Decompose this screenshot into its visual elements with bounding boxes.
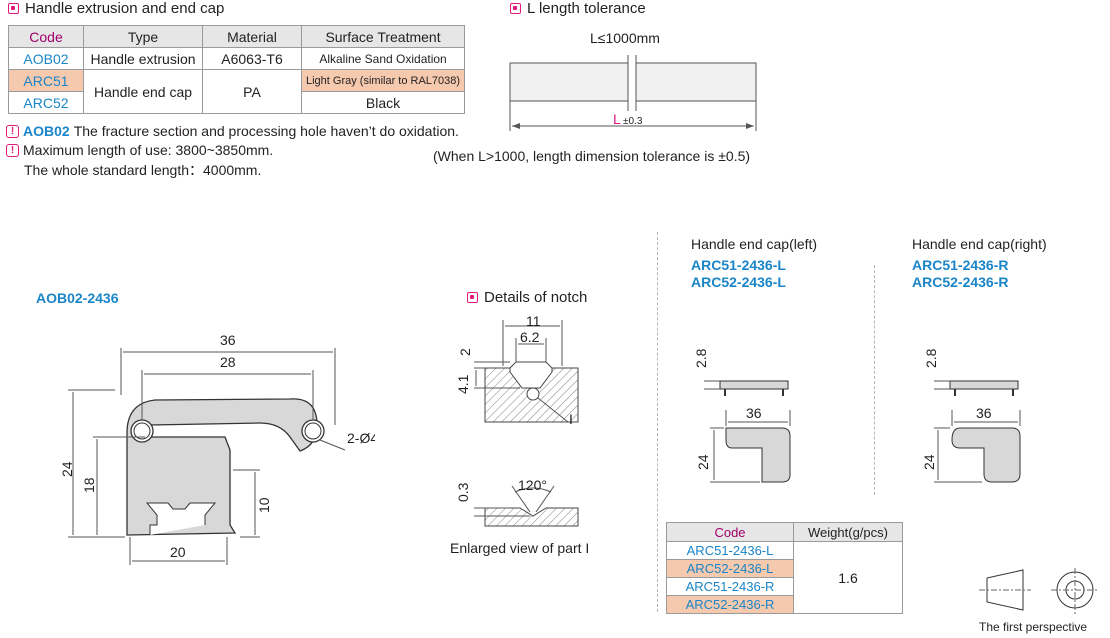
section-bullet-icon xyxy=(467,292,478,303)
dim-2-8: 2.8 xyxy=(693,348,709,368)
table-row: ARC52-2436-R xyxy=(666,595,903,614)
endcap-right-drawing: 2.8 36 24 xyxy=(921,348,1021,483)
dim-36-left: 36 xyxy=(746,405,762,421)
dim-20: 20 xyxy=(170,544,186,560)
table-header-row: Code Weight(g/pcs) xyxy=(666,522,903,542)
endcap-right-code1: ARC51-2436-R xyxy=(912,257,1009,273)
tolerance-sub-label: ±0.3 xyxy=(623,116,643,127)
spec-table: Code Type Material Surface Treatment AOB… xyxy=(8,25,466,114)
profile-drawing: 36 28 2-Ø4 24 18 10 20 xyxy=(59,332,375,565)
first-angle-projection-icon xyxy=(979,568,1099,614)
endcap-right-heading: Handle end cap(right) xyxy=(912,236,1047,252)
table-row: ARC52-2436-L xyxy=(666,559,903,578)
dim-hole: 2-Ø4 xyxy=(347,430,375,446)
dim-angle: 120° xyxy=(518,477,547,493)
tolerance-footnote: (When L>1000, length dimension tolerance… xyxy=(433,148,751,164)
divider xyxy=(657,232,658,612)
divider xyxy=(874,265,875,495)
dim-4-1: 4.1 xyxy=(455,374,471,394)
section-title-handle: Handle extrusion and end cap xyxy=(8,0,224,17)
notch-drawing: 11 6.2 2 4.1 I xyxy=(455,313,579,427)
profile-title: AOB02-2436 xyxy=(36,290,119,306)
dim-24: 24 xyxy=(59,461,75,477)
note-standard-length: The whole standard length：4000mm. xyxy=(24,162,262,178)
section-bullet-icon xyxy=(510,3,521,14)
tolerance-l-label: L xyxy=(613,111,621,127)
table-row: AOB02 Handle extrusion A6063-T6 Alkaline… xyxy=(8,47,466,70)
table-row: ARC51-2436-L 1.6 xyxy=(666,541,903,614)
endcap-left-code2: ARC52-2436-L xyxy=(691,274,786,290)
projection-caption: The first perspective xyxy=(979,620,1088,634)
notch-enlarged-drawing: 120° 0.3 xyxy=(455,477,579,527)
dim-6-2: 6.2 xyxy=(520,329,540,345)
section-title-tolerance: L length tolerance xyxy=(510,0,646,17)
weight-table: Code Weight(g/pcs) ARC51-2436-L 1.6 ARC5… xyxy=(666,522,903,614)
table-row: ARC52 Black xyxy=(8,91,466,114)
dim-18: 18 xyxy=(81,477,97,493)
table-row: ARC51 Handle end cap PA Light Gray (simi… xyxy=(8,69,466,114)
dim-24-left: 24 xyxy=(695,454,711,470)
dim-0-3: 0.3 xyxy=(455,482,471,502)
dim-11: 11 xyxy=(526,313,541,329)
section-bullet-icon xyxy=(8,3,19,14)
note-length: ! Maximum length of use: 3800~3850mm. xyxy=(6,142,273,158)
section-title-notch: Details of notch xyxy=(467,289,587,306)
tolerance-drawing: L≤1000mm L ±0.3 xyxy=(509,30,757,131)
endcap-left-heading: Handle end cap(left) xyxy=(691,236,818,252)
dim-10: 10 xyxy=(256,497,272,513)
enlarged-caption: Enlarged view of part I xyxy=(450,540,590,556)
part-i-label: I xyxy=(569,411,573,427)
dim-24-right: 24 xyxy=(921,454,937,470)
endcap-right-code2: ARC52-2436-R xyxy=(912,274,1009,290)
dim-2: 2 xyxy=(457,348,473,356)
warning-icon: ! xyxy=(6,124,19,138)
dim-36-right: 36 xyxy=(976,405,992,421)
tolerance-top-label: L≤1000mm xyxy=(590,30,660,46)
endcap-left-drawing: 2.8 36 24 xyxy=(693,348,791,483)
warning-icon: ! xyxy=(6,143,19,157)
dim-28: 28 xyxy=(220,354,236,370)
dim-2-8: 2.8 xyxy=(923,348,939,368)
endcap-left-code1: ARC51-2436-L xyxy=(691,257,786,273)
dim-36: 36 xyxy=(220,332,236,348)
table-header-row: Code Type Material Surface Treatment xyxy=(8,25,466,48)
note-oxidation: ! AOB02 The fracture section and process… xyxy=(6,123,459,139)
